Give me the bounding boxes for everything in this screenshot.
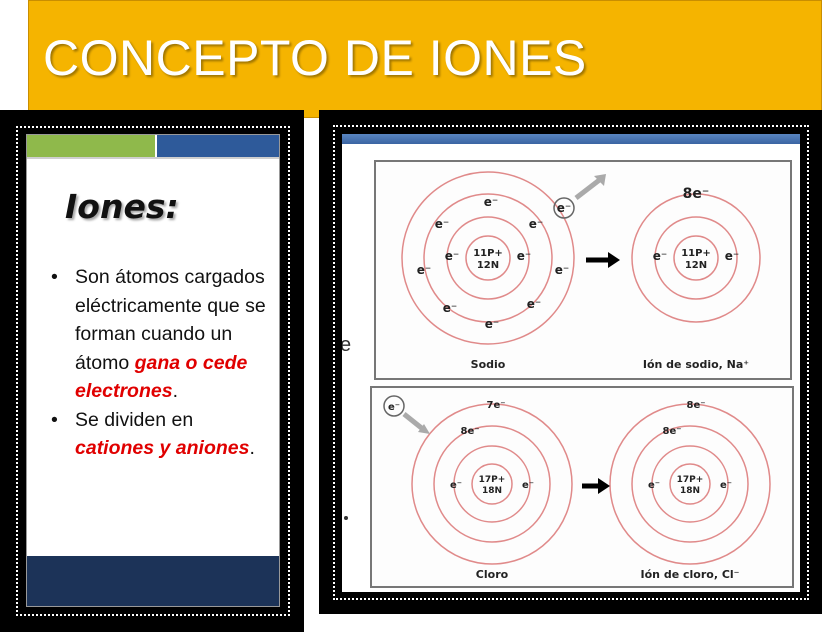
chlorine-diagram: 17P+ 18N 17P+ 18N e⁻ e⁻ 7e⁻ 8e⁻ e⁻ e⁻ 8e… bbox=[370, 386, 794, 588]
cropped-bullet bbox=[344, 516, 348, 520]
bullet-icon: • bbox=[51, 408, 58, 431]
slide-top-bar bbox=[342, 134, 800, 144]
slide-accent-green bbox=[27, 135, 155, 157]
bullet-text-end: . bbox=[172, 380, 178, 402]
svg-text:e⁻: e⁻ bbox=[527, 297, 541, 311]
svg-text:18N: 18N bbox=[482, 486, 502, 496]
svg-text:12N: 12N bbox=[685, 260, 707, 271]
cropped-text: e bbox=[342, 334, 352, 356]
svg-text:8e⁻: 8e⁻ bbox=[662, 426, 681, 437]
svg-text:7e⁻: 7e⁻ bbox=[486, 400, 505, 411]
svg-text:11P+: 11P+ bbox=[473, 248, 503, 259]
svg-text:e⁻: e⁻ bbox=[445, 249, 459, 263]
svg-text:e⁻: e⁻ bbox=[485, 317, 499, 331]
slide-divider bbox=[27, 157, 279, 159]
svg-text:Sodio: Sodio bbox=[471, 358, 506, 371]
bullet-text-end: . bbox=[249, 437, 255, 459]
svg-text:Ión de cloro, Cl⁻: Ión de cloro, Cl⁻ bbox=[641, 568, 740, 581]
page-title: CONCEPTO DE IONES bbox=[43, 30, 587, 86]
svg-text:8e⁻: 8e⁻ bbox=[683, 186, 710, 202]
svg-text:e⁻: e⁻ bbox=[484, 195, 498, 209]
bullet-highlight: gana o cede electrones bbox=[75, 351, 248, 403]
svg-text:Cloro: Cloro bbox=[476, 568, 509, 581]
svg-text:8e⁻: 8e⁻ bbox=[460, 426, 479, 437]
left-panel-dotted-border bbox=[16, 126, 290, 616]
sodium-diagram: 11P+ 12N 11P+ 12N e⁻ e⁻ e⁻ e⁻ e⁻ e⁻ e⁻ e… bbox=[374, 160, 792, 380]
svg-text:e⁻: e⁻ bbox=[555, 263, 569, 277]
svg-text:8e⁻: 8e⁻ bbox=[686, 400, 705, 411]
bullet-highlight: cationes y aniones bbox=[75, 437, 250, 459]
svg-text:e⁻: e⁻ bbox=[450, 480, 462, 491]
svg-text:18N: 18N bbox=[680, 486, 700, 496]
svg-text:e⁻: e⁻ bbox=[417, 263, 431, 277]
bullet-list: • Son átomos cargados eléctricamente que… bbox=[49, 263, 277, 463]
svg-text:17P+: 17P+ bbox=[479, 475, 506, 485]
svg-text:Ión de sodio, Na⁺: Ión de sodio, Na⁺ bbox=[643, 358, 749, 371]
sodium-atom-illustration: 11P+ 12N 11P+ 12N e⁻ e⁻ e⁻ e⁻ e⁻ e⁻ e⁻ e… bbox=[401, 171, 761, 371]
ion-diagram-slide: e 11P+ 12N 11P+ 12N e⁻ e⁻ e⁻ bbox=[342, 134, 800, 592]
svg-text:e⁻: e⁻ bbox=[557, 201, 571, 215]
svg-text:e⁻: e⁻ bbox=[653, 249, 667, 263]
svg-text:e⁻: e⁻ bbox=[648, 480, 660, 491]
svg-text:17P+: 17P+ bbox=[677, 475, 704, 485]
svg-text:e⁻: e⁻ bbox=[443, 301, 457, 315]
svg-text:e⁻: e⁻ bbox=[529, 217, 543, 231]
slide-accent-blue bbox=[157, 135, 279, 157]
svg-text:e⁻: e⁻ bbox=[720, 480, 732, 491]
svg-text:e⁻: e⁻ bbox=[522, 480, 534, 491]
bullet-text: Se dividen en bbox=[75, 408, 194, 431]
bullet-item: • Son átomos cargados eléctricamente que… bbox=[49, 263, 277, 406]
svg-text:e⁻: e⁻ bbox=[435, 217, 449, 231]
slide-heading: Iones: bbox=[65, 187, 179, 226]
chlorine-atom-illustration: 17P+ 18N 17P+ 18N e⁻ e⁻ 7e⁻ 8e⁻ e⁻ e⁻ 8e… bbox=[383, 395, 771, 581]
right-panel-dotted-border bbox=[333, 125, 809, 600]
bullet-text: Son átomos cargados eléctricamente que s… bbox=[75, 266, 266, 374]
bullet-icon: • bbox=[51, 266, 58, 288]
bullet-item: • Se dividen en cationes y aniones. bbox=[49, 406, 277, 463]
slide-footer-bar bbox=[27, 556, 279, 606]
svg-text:e⁻: e⁻ bbox=[725, 249, 739, 263]
svg-text:11P+: 11P+ bbox=[681, 248, 711, 259]
title-banner: CONCEPTO DE IONES bbox=[28, 0, 822, 118]
definition-slide: Iones: • Son átomos cargados eléctricame… bbox=[26, 134, 280, 607]
svg-text:e⁻: e⁻ bbox=[517, 249, 531, 263]
svg-text:12N: 12N bbox=[477, 260, 499, 271]
svg-text:e⁻: e⁻ bbox=[388, 402, 400, 413]
